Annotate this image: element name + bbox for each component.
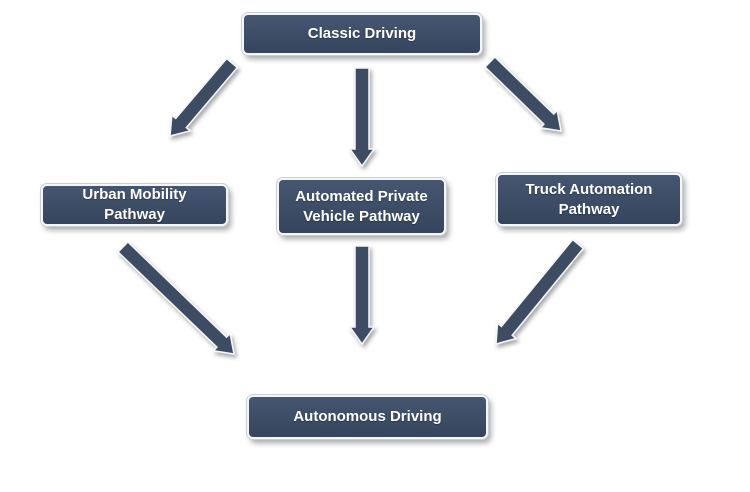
node-autonomous-driving-label: Autonomous Driving (293, 408, 442, 425)
node-autonomous-driving: Autonomous Driving (247, 395, 488, 439)
arrow-classic-urban (169, 57, 239, 137)
node-classic-driving-label: Classic Driving (307, 25, 417, 42)
arrow-automated-autonomous (348, 245, 376, 346)
node-automated-private-vehicle-pathway-label: Automated Private Vehicle Pathway (295, 187, 428, 225)
node-urban-mobility-pathway: Urban Mobility Pathway (41, 184, 228, 226)
arrow-classic-automated (348, 67, 376, 168)
arrow-urban-autonomous (117, 240, 235, 355)
node-truck-automation-pathway-label: Truck Automation Pathway (525, 180, 653, 218)
node-truck-automation-pathway: Truck Automation Pathway (496, 173, 682, 226)
node-classic-driving: Classic Driving (242, 13, 482, 55)
arrow-truck-autonomous (495, 238, 585, 346)
node-urban-mobility-pathway-label: Urban Mobility Pathway (82, 186, 187, 223)
node-automated-private-vehicle-pathway: Automated Private Vehicle Pathway (277, 178, 446, 235)
arrow-classic-truck (484, 55, 562, 132)
